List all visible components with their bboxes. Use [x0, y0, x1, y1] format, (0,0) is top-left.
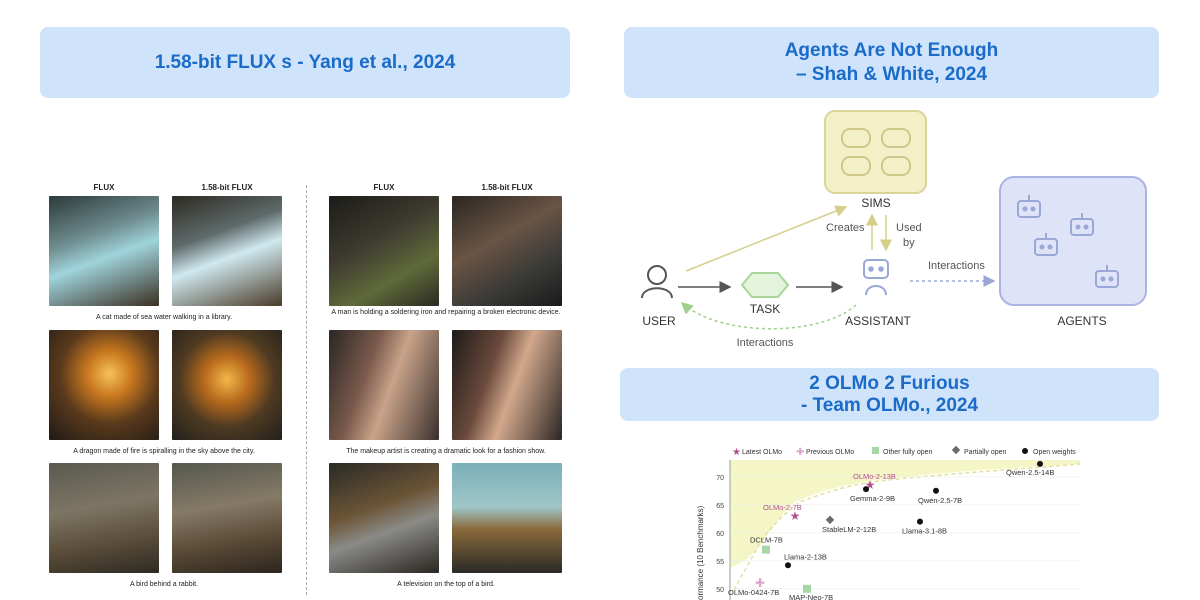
pareto-frontier-area	[730, 460, 1080, 600]
image-dragon-bit	[172, 330, 282, 440]
y-ticks: 50 55 60 65 70	[716, 475, 1080, 594]
sims-box	[824, 110, 927, 194]
image-tv-flux	[329, 463, 439, 573]
agents-label: AGENTS	[1057, 314, 1106, 328]
chart-legend: ★ Latest OLMo ✚ Previous OLMo Other full…	[732, 445, 1076, 458]
point-label: OLMo-2-13B	[853, 472, 896, 481]
y-tick-label: 55	[716, 559, 724, 566]
image-soldering-bit	[452, 196, 562, 306]
legend-fully-open: Other fully open	[883, 449, 933, 456]
point-olmo-2-7b: ★	[790, 509, 801, 523]
point-olmo-2-13b: ★	[865, 478, 876, 492]
point-label: OLMo-2-7B	[763, 503, 802, 512]
interactions-right-label: Interactions	[928, 260, 985, 272]
task-hexagon	[740, 272, 790, 298]
olmo-chart: ★ Latest OLMo ✚ Previous OLMo Other full…	[696, 445, 1081, 600]
image-cat-bit	[172, 196, 282, 306]
flux-title-banner: 1.58-bit FLUX s - Yang et al., 2024	[40, 27, 570, 98]
image-makeup-flux	[329, 330, 439, 440]
point-llama-3-1-8b	[917, 518, 923, 525]
y-axis-label: ormance (10 Benchmarks)	[696, 505, 705, 600]
point-label: Gemma-2-9B	[850, 494, 895, 503]
point-label: Qwen-2.5-14B	[1006, 468, 1054, 477]
creates-label: Creates	[826, 222, 865, 234]
used-label: Used	[896, 222, 922, 234]
point-olmo-0424-7b: ✚	[755, 576, 765, 590]
by-label: by	[903, 237, 915, 249]
image-rabbit-bit	[172, 463, 282, 573]
point-qwen-2-5-14b	[1037, 460, 1043, 467]
interactions-bottom-label: Interactions	[737, 337, 794, 349]
image-makeup-bit	[452, 330, 562, 440]
assistant-robot-icon	[863, 259, 889, 296]
legend-marker-fully-open	[872, 447, 879, 454]
image-dragon-flux	[49, 330, 159, 440]
point-stablelm-2-12b	[825, 515, 835, 525]
figure-divider	[306, 185, 307, 595]
agents-diagram: SIMS AGENTS USER TASK ASSISTANT Creates …	[641, 110, 1147, 349]
robot-icon	[1017, 195, 1119, 288]
arrow-user-sims	[685, 205, 848, 272]
user-label: USER	[642, 314, 676, 328]
image-tv-bit	[452, 463, 562, 573]
agents-title-line2: – Shah & White, 2024	[795, 63, 988, 85]
point-dclm-7b	[762, 545, 770, 554]
legend-previous: Previous OLMo	[806, 449, 854, 456]
user-icon	[641, 265, 673, 299]
image-rabbit-flux	[49, 463, 159, 573]
caption-makeup: The makeup artist is creating a dramatic…	[346, 448, 546, 455]
point-label: Llama-2-13B	[784, 552, 827, 561]
col-header-flux-right: FLUX	[373, 183, 395, 192]
assistant-label: ASSISTANT	[845, 314, 911, 328]
image-cat-flux	[49, 196, 159, 306]
legend-partial: Partially open	[964, 449, 1007, 456]
flux-title: 1.58-bit FLUX s - Yang et al., 2024	[154, 51, 456, 73]
agents-title-line1: Agents Are Not Enough	[784, 39, 999, 61]
caption-soldering: A man is holding a soldering iron and re…	[331, 309, 561, 316]
image-soldering-flux	[329, 196, 439, 306]
point-label: Qwen-2.5-7B	[918, 496, 962, 505]
olmo-title-banner: 2 OLMo 2 Furious - Team OLMo., 2024	[620, 368, 1159, 421]
point-label: Llama-3.1-8B	[902, 527, 947, 536]
sims-label: SIMS	[861, 196, 890, 210]
point-label: MAP-Neo-7B	[789, 593, 833, 600]
legend-marker-partial	[951, 445, 961, 455]
olmo-title-line1: 2 OLMo 2 Furious	[809, 372, 970, 394]
legend-latest: Latest OLMo	[742, 449, 782, 456]
agents-box	[999, 176, 1147, 306]
task-label: TASK	[750, 302, 780, 316]
y-tick-label: 50	[716, 587, 724, 594]
legend-marker-previous: ✚	[796, 447, 804, 458]
data-points: ★OLMo-2-13B★OLMo-2-7B✚OLMo-0424-7BDCLM-7…	[728, 460, 1054, 600]
y-tick-label: 65	[716, 503, 724, 510]
point-gemma-2-9b	[863, 486, 869, 493]
arrow-interactions-loop	[680, 302, 857, 330]
point-llama-2-13b	[785, 562, 791, 569]
col-header-flux-left: FLUX	[93, 183, 115, 192]
legend-marker-latest: ★	[732, 447, 741, 458]
point-qwen-2-5-7b	[933, 487, 939, 494]
agents-title-banner: Agents Are Not Enough – Shah & White, 20…	[624, 27, 1159, 98]
pareto-frontier-line	[733, 463, 1081, 591]
col-header-bit-right: 1.58-bit FLUX	[481, 183, 533, 192]
point-label: DCLM-7B	[750, 536, 783, 545]
y-tick-label: 60	[716, 531, 724, 538]
caption-rabbit: A bird behind a rabbit.	[129, 581, 199, 588]
caption-dragon: A dragon made of fire is spiralling in t…	[73, 448, 255, 455]
point-map-neo-7b	[803, 584, 811, 593]
olmo-title-line2: - Team OLMo., 2024	[800, 394, 979, 416]
y-tick-label: 70	[716, 475, 724, 482]
col-header-bit-left: 1.58-bit FLUX	[201, 183, 253, 192]
point-label: StableLM-2-12B	[822, 525, 876, 534]
point-label: OLMo-0424-7B	[728, 588, 779, 597]
legend-marker-weights	[1022, 448, 1028, 454]
caption-tv: A television on the top of a bird.	[397, 581, 495, 588]
legend-weights: Open weights	[1033, 449, 1076, 456]
caption-cat: A cat made of sea water walking in a lib…	[95, 314, 233, 321]
